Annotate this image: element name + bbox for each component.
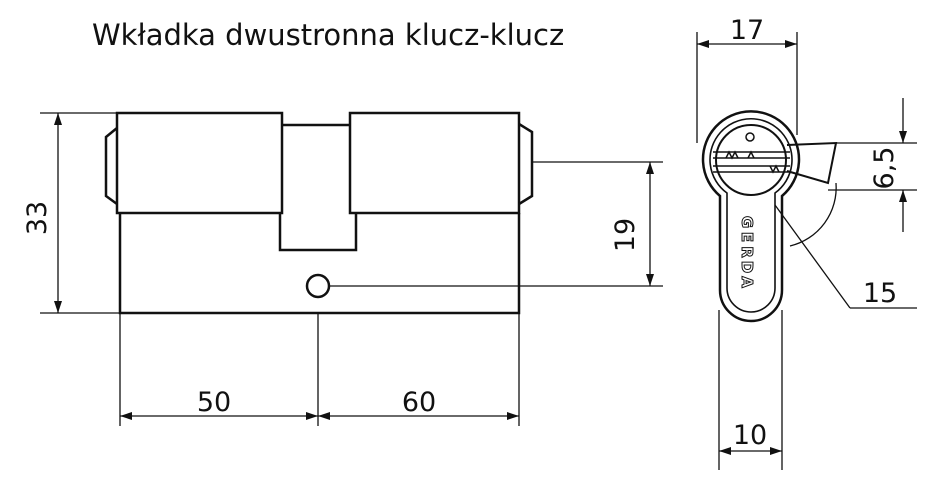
side-dimensions bbox=[40, 112, 663, 426]
dim-cam-height-label: 6,5 bbox=[869, 147, 900, 190]
dim-left-length-label: 50 bbox=[197, 387, 231, 418]
brand-letter: R bbox=[738, 246, 756, 258]
brand-letter: E bbox=[738, 232, 756, 242]
cam bbox=[278, 213, 358, 252]
plug-face bbox=[715, 124, 787, 196]
side-view bbox=[104, 111, 534, 315]
dim-bottom-width-label: 10 bbox=[733, 420, 767, 451]
dim-right-length-label: 60 bbox=[402, 387, 436, 418]
brand-engraving: G E R D A bbox=[738, 215, 757, 288]
end-view bbox=[701, 110, 838, 323]
dim-cam-radius-label: 15 bbox=[863, 278, 897, 309]
brand-letter: A bbox=[738, 276, 756, 288]
cam-radius-arc bbox=[789, 182, 837, 247]
profile-outline bbox=[701, 110, 801, 323]
right-plug bbox=[348, 111, 521, 215]
keyway bbox=[713, 132, 790, 174]
brand-letter: G bbox=[738, 216, 756, 228]
dim-cam-offset-label: 19 bbox=[610, 218, 641, 252]
cam-tip bbox=[786, 141, 838, 185]
diagram-title: Wkładka dwustronna klucz-klucz bbox=[92, 18, 565, 52]
left-plug bbox=[115, 111, 284, 215]
left-end-cap bbox=[104, 127, 118, 206]
mounting-hole bbox=[305, 273, 331, 299]
profile-inner-outline bbox=[709, 118, 793, 313]
dim-top-width-label: 17 bbox=[730, 15, 764, 46]
end-dimensions bbox=[696, 32, 917, 470]
cam-radius-leader bbox=[774, 204, 851, 309]
dim-height-label: 33 bbox=[22, 201, 53, 235]
right-end-cap bbox=[518, 122, 534, 206]
brand-letter: D bbox=[738, 261, 756, 273]
cylinder-body bbox=[118, 213, 521, 315]
